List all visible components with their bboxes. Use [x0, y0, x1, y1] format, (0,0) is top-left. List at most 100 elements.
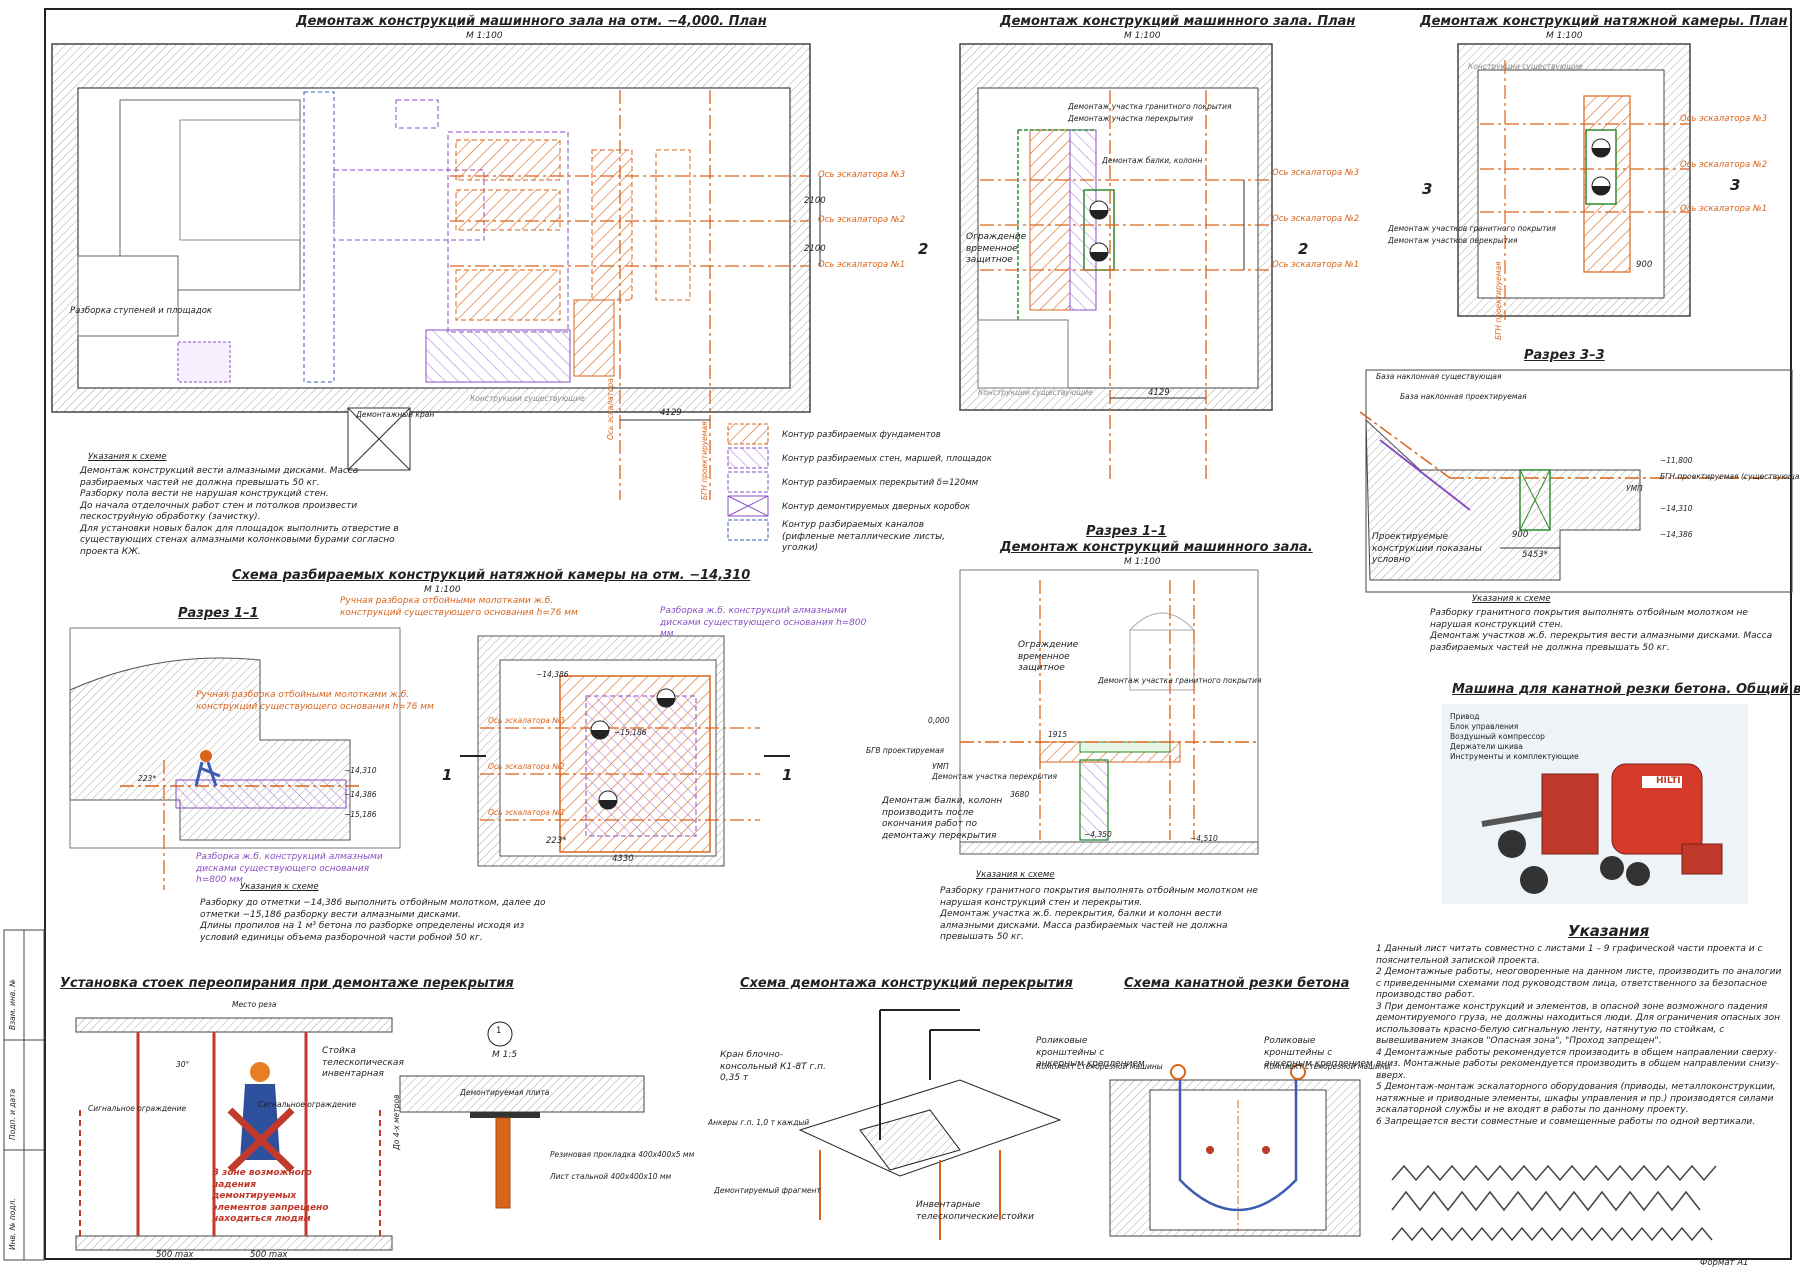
legend-item: Контур разбираемых фундаментов	[782, 430, 941, 440]
existing-label-a: Конструкции существующие	[470, 394, 585, 403]
hall-granite: Демонтаж участка гранитного покрытия	[1068, 102, 1232, 111]
mark-4510: −4,510	[1190, 834, 1218, 843]
note-line: Демонтаж участков ж.б. перекрытия вести …	[1430, 631, 1773, 653]
rope-left-a: Роликовые кронштейны с анкерным креплени…	[1036, 1036, 1145, 1069]
dim-1915: 1915	[1048, 730, 1068, 739]
dim-2100-b: 2100	[804, 244, 826, 254]
slab-fragment: Демонтируемый фрагмент	[714, 1186, 821, 1195]
support-detail	[399, 1021, 645, 1209]
title-scheme-rope: Схема канатной резки бетона	[1124, 976, 1350, 991]
note-line: Разборку пола вести не нарушая конструкц…	[80, 489, 329, 499]
signal-right: Сигнальное ограждение	[258, 1100, 357, 1109]
title-stands: Установка стоек переопирания при демонта…	[60, 976, 514, 991]
section-slab: Демонтаж участка перекрытия	[932, 772, 1058, 781]
rope-left-b: Комплект стенорезной машины	[1036, 1062, 1163, 1071]
note-line: Разборку до отметки −14,386 выполнить от…	[200, 898, 546, 920]
rope-scheme	[1109, 1064, 1361, 1237]
scale-plan-chamber: М 1:100	[1546, 31, 1583, 41]
section-hall-notes: Разборку гранитного покрытия выполнять о…	[940, 886, 1270, 944]
section-3-3	[1359, 369, 1793, 593]
notes-left-body: Демонтаж конструкций вести алмазными дис…	[80, 466, 420, 558]
warning-label: В зоне возможного падения демонтируемых …	[212, 1168, 329, 1224]
esc2-label-b: Ось эскалатора №2	[1272, 214, 1360, 224]
section-mark-3-right: 3	[1730, 176, 1741, 194]
instruction-item: 5 Демонтаж-монтаж эскалаторного оборудов…	[1376, 1082, 1776, 1115]
machine-item: Воздушный компрессор	[1450, 732, 1545, 741]
format-label: Формат А1	[1700, 1258, 1749, 1268]
detail-number: 1	[496, 1026, 502, 1036]
note-line: До начала отделочных работ стен и потолк…	[80, 500, 358, 523]
title-section-3-3: Разрез 3–3	[1524, 348, 1605, 363]
title-instructions: Указания	[1568, 922, 1650, 940]
machine-item: Блок управления	[1450, 722, 1519, 731]
legend-item: Контур разбираемых стен, маршей, площадо…	[782, 454, 992, 464]
machine-items: Привод Блок управления Воздушный компрес…	[1450, 712, 1579, 762]
legend-item: Контур разбираемых перекрытий δ=120мм	[782, 478, 979, 488]
chamber-granite: Демонтаж участков гранитного покрытия	[1388, 224, 1556, 233]
stairs-label: Разборка ступеней и площадок	[70, 306, 213, 316]
height-label: До 4-х метров	[392, 1094, 401, 1150]
esc3-label-d: Ось эскалатора №3	[488, 716, 565, 725]
esc1-label-c: Ось эскалатора №1	[1680, 204, 1768, 214]
slab-anchors: Анкеры г.п. 1,0 т каждый	[708, 1118, 810, 1127]
section-fence: Ограждение временное защитное	[1018, 640, 1079, 673]
mark-14386-a: −14,386	[344, 790, 377, 799]
hall-beam: Демонтаж балки, колонн	[1102, 156, 1203, 165]
hall-fence: Ограждение временное защитное	[966, 232, 1027, 265]
section-beam: Демонтаж балки, колонн производить после…	[882, 796, 1003, 841]
stand-label: Стойка телескопическая инвентарная	[322, 1046, 404, 1079]
um-mark-b: УМП	[932, 762, 949, 771]
section-mark-2-right: 2	[1298, 240, 1309, 258]
mark-14310-a: −14,310	[344, 766, 377, 775]
section-mark-3-left: 3	[1422, 180, 1433, 198]
cut-label: Место реза	[232, 1000, 277, 1009]
instructions-list: 1 Данный лист читать совместно с листами…	[1376, 944, 1788, 1128]
note-line: Разборку гранитного покрытия выполнять о…	[1430, 608, 1748, 630]
manual-note-left: Ручная разборка отбойными молотками ж.б.…	[196, 690, 434, 712]
manual-note-top: Ручная разборка отбойными молотками ж.б.…	[340, 596, 578, 618]
esc3-label-a: Ось эскалатора №3	[818, 170, 906, 180]
notes-left-head: Указания к схеме	[88, 452, 167, 462]
chamber-existing: Конструкции существующие	[1468, 62, 1583, 71]
mark-11800: −11,800	[1660, 456, 1693, 465]
detail-gasket: Резиновая прокладка 400х400х5 мм	[550, 1150, 695, 1159]
mark-14386-b: −14,386	[1660, 530, 1693, 539]
bgn-label-a: БГН проектируемая	[700, 421, 709, 500]
hall-slab: Демонтаж участка перекрытия	[1068, 114, 1194, 123]
plan-chamber	[1457, 43, 1691, 320]
slab-scheme	[798, 1009, 1062, 1240]
dim-5453: 5453*	[1522, 550, 1548, 560]
plan-hall	[959, 43, 1273, 480]
esc2-label-d: Ось эскалатора №2	[488, 762, 565, 771]
sheet-frame	[44, 8, 1792, 1260]
mark-0000: 0,000	[928, 716, 950, 725]
note-line: Для установки новых балок для площадок в…	[80, 523, 399, 557]
mark-14386-c: −14,386	[536, 670, 569, 679]
machine-item: Инструменты и комплектующие	[1450, 752, 1579, 761]
projected-constructions: Проектируемые конструкции показаны услов…	[1372, 532, 1482, 565]
bgn-mark: БГН проектируемая (существующая)	[1660, 472, 1800, 481]
section-3-notes: Разборку гранитного покрытия выполнять о…	[1430, 608, 1786, 654]
detail-scale: М 1:5	[492, 1050, 518, 1060]
esc3-label-b: Ось эскалатора №3	[1272, 168, 1360, 178]
section-mark-1-left: 1	[442, 766, 453, 784]
dim-4129-a: 4129	[660, 408, 682, 418]
note-line: Разборку гранитного покрытия выполнять о…	[940, 886, 1258, 908]
chamber-bgn: БГН проектируемая	[1494, 261, 1503, 340]
section-mark-1-right: 1	[782, 766, 793, 784]
machine-item: Держатели шкива	[1450, 742, 1523, 751]
base-existing: База наклонная существующая	[1376, 372, 1502, 381]
title-plan-hall: Демонтаж конструкций машинного зала. Пла…	[1000, 14, 1356, 29]
title-plan-4000: Демонтаж конструкций машинного зала на о…	[296, 14, 767, 29]
slab-crane: Кран блочно-консольный К1-8Т г.п. 0,35 т	[720, 1050, 826, 1083]
stamp-inv: Инв. № подл.	[8, 1198, 17, 1250]
subtitle-section-1-1-hall: Демонтаж конструкций машинного зала.	[1000, 540, 1313, 555]
title-machine: Машина для канатной резки бетона. Общий …	[1452, 682, 1800, 697]
dim-900-b: 900	[1512, 530, 1529, 540]
mark-15186-c: −15,186	[614, 728, 647, 737]
dim-3680: 3680	[1010, 790, 1030, 799]
diamond-note-top: Разборка ж.б. конструкций алмазными диск…	[660, 606, 867, 639]
base-projected: База наклонная проектируемая	[1400, 392, 1527, 401]
